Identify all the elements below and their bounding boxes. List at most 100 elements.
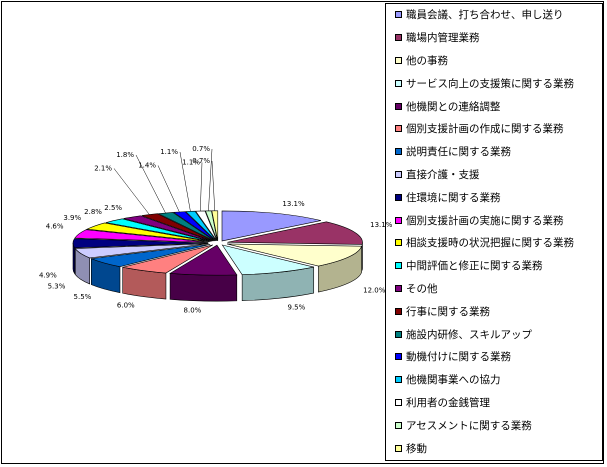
legend-swatch bbox=[395, 193, 402, 201]
legend-item: 行事に関する業務 bbox=[395, 306, 600, 318]
legend-item: 職場内管理業務 bbox=[395, 32, 600, 44]
leader-line bbox=[208, 148, 213, 211]
pie-slice bbox=[205, 210, 218, 241]
legend-swatch bbox=[395, 307, 402, 315]
legend-label: 相談支援時の状況把握に関する業務 bbox=[406, 237, 574, 250]
legend-item: 個別支援計画の実施に関する業務 bbox=[395, 215, 600, 227]
slice-value-label: 1.4% bbox=[138, 162, 156, 170]
legend-swatch bbox=[395, 216, 402, 224]
legend-label: 行事に関する業務 bbox=[406, 305, 490, 318]
legend-swatch bbox=[395, 170, 402, 178]
slice-value-label: 6.0% bbox=[117, 302, 135, 310]
pie-slice bbox=[172, 211, 216, 242]
legend-swatch bbox=[395, 284, 402, 292]
slice-value-label: 4.9% bbox=[39, 271, 57, 279]
legend-swatch bbox=[395, 148, 402, 156]
slice-value-label: 2.5% bbox=[104, 204, 122, 212]
slice-value-label: 8.0% bbox=[184, 307, 202, 315]
slice-value-label: 2.1% bbox=[94, 165, 112, 173]
slice-value-label: 13.1% bbox=[370, 221, 393, 229]
legend-label: 他の事務 bbox=[406, 54, 448, 67]
pie-slice bbox=[227, 221, 363, 245]
legend-swatch bbox=[395, 421, 402, 429]
slice-value-label: 12.0% bbox=[363, 287, 386, 295]
pie-slice bbox=[90, 244, 211, 268]
pie-slice bbox=[74, 243, 209, 259]
legend-swatch bbox=[395, 376, 402, 384]
legend-item: サービス向上の支援策に関する業務 bbox=[395, 78, 600, 90]
pie-slice bbox=[85, 222, 210, 243]
pie-tops bbox=[72, 210, 363, 276]
legend-item: 他の事務 bbox=[395, 55, 600, 67]
leader-line bbox=[179, 151, 191, 212]
leader-line bbox=[135, 154, 166, 214]
slice-value-label: 0.7% bbox=[192, 145, 210, 153]
legend-label: 住環境に関する業務 bbox=[406, 191, 501, 204]
legend-swatch bbox=[395, 34, 402, 42]
legend-label: 説明責任に関する業務 bbox=[406, 146, 511, 159]
pie-labels: 13.1%13.1%12.0%9.5%8.0%6.0%5.5%5.3%4.9%4… bbox=[39, 145, 393, 315]
legend-item: アセスメントに関する業務 bbox=[395, 420, 600, 432]
legend-label: 中間評価と修正に関する業務 bbox=[406, 260, 543, 273]
legend-label: 動機付けに関する業務 bbox=[406, 351, 511, 364]
legend-swatch bbox=[395, 125, 402, 133]
pie-slice bbox=[141, 213, 214, 242]
legend-item: 住環境に関する業務 bbox=[395, 192, 600, 204]
slice-value-label: 13.1% bbox=[282, 200, 305, 208]
legend-item: 個別支援計画の作成に関する業務 bbox=[395, 123, 600, 135]
legend-swatch bbox=[395, 330, 402, 338]
pie-slice bbox=[105, 218, 211, 242]
slice-value-label: 2.8% bbox=[84, 208, 102, 216]
legend-label: 他機関事業への協力 bbox=[406, 374, 501, 387]
legend-item: 他機関事業への協力 bbox=[395, 374, 600, 386]
legend-swatch bbox=[395, 444, 402, 452]
legend-label: 職員会議、打ち合わせ、申し送り bbox=[406, 9, 564, 22]
legend-swatch bbox=[395, 56, 402, 64]
pie-slice bbox=[169, 244, 238, 276]
legend-label: 利用者の金銭管理 bbox=[406, 396, 490, 409]
legend-item: 移動 bbox=[395, 443, 600, 455]
legend-item: 施設内研修、スキルアップ bbox=[395, 329, 600, 341]
leader-line bbox=[113, 168, 150, 215]
legend-swatch bbox=[395, 398, 402, 406]
legend-label: 移動 bbox=[406, 442, 427, 455]
legend-swatch bbox=[395, 262, 402, 270]
pie-slice bbox=[72, 238, 209, 249]
legend: 職員会議、打ち合わせ、申し送り職場内管理業務他の事務サービス向上の支援策に関する… bbox=[385, 3, 603, 461]
leader-line bbox=[157, 165, 180, 213]
pie-slice bbox=[122, 244, 213, 274]
legend-label: その他 bbox=[406, 282, 438, 295]
legend-label: アセスメントに関する業務 bbox=[406, 419, 532, 432]
legend-label: 直接介護・支援 bbox=[406, 168, 480, 181]
pie-slice-side bbox=[169, 273, 238, 302]
legend-item: 動機付けに関する業務 bbox=[395, 351, 600, 363]
slice-value-label: 5.3% bbox=[48, 283, 66, 291]
pie-slice bbox=[123, 215, 213, 242]
legend-item: 説明責任に関する業務 bbox=[395, 146, 600, 158]
legend-item: その他 bbox=[395, 283, 600, 295]
slice-value-label: 0.7% bbox=[192, 157, 210, 165]
legend-label: 個別支援計画の実施に関する業務 bbox=[406, 214, 564, 227]
pie-slice bbox=[221, 244, 314, 275]
legend-swatch bbox=[395, 102, 402, 110]
slice-value-label: 1.8% bbox=[116, 151, 134, 159]
leader-line bbox=[200, 162, 203, 212]
pie-sides bbox=[72, 242, 363, 302]
slice-value-label: 4.6% bbox=[46, 223, 64, 231]
legend-swatch bbox=[395, 11, 402, 19]
leader-line bbox=[211, 160, 216, 211]
legend-label: 職場内管理業務 bbox=[406, 32, 480, 45]
pie-slice bbox=[157, 212, 215, 242]
legend-item: 職員会議、打ち合わせ、申し送り bbox=[395, 9, 600, 21]
legend-label: 施設内研修、スキルアップ bbox=[406, 328, 532, 341]
slice-value-label: 5.5% bbox=[74, 293, 92, 301]
slice-value-label: 1.1% bbox=[160, 148, 178, 156]
pie-slice bbox=[74, 229, 209, 243]
legend-swatch bbox=[395, 353, 402, 361]
legend-item: 直接介護・支援 bbox=[395, 169, 600, 181]
legend-swatch bbox=[395, 79, 402, 87]
pie-slice bbox=[226, 243, 363, 267]
